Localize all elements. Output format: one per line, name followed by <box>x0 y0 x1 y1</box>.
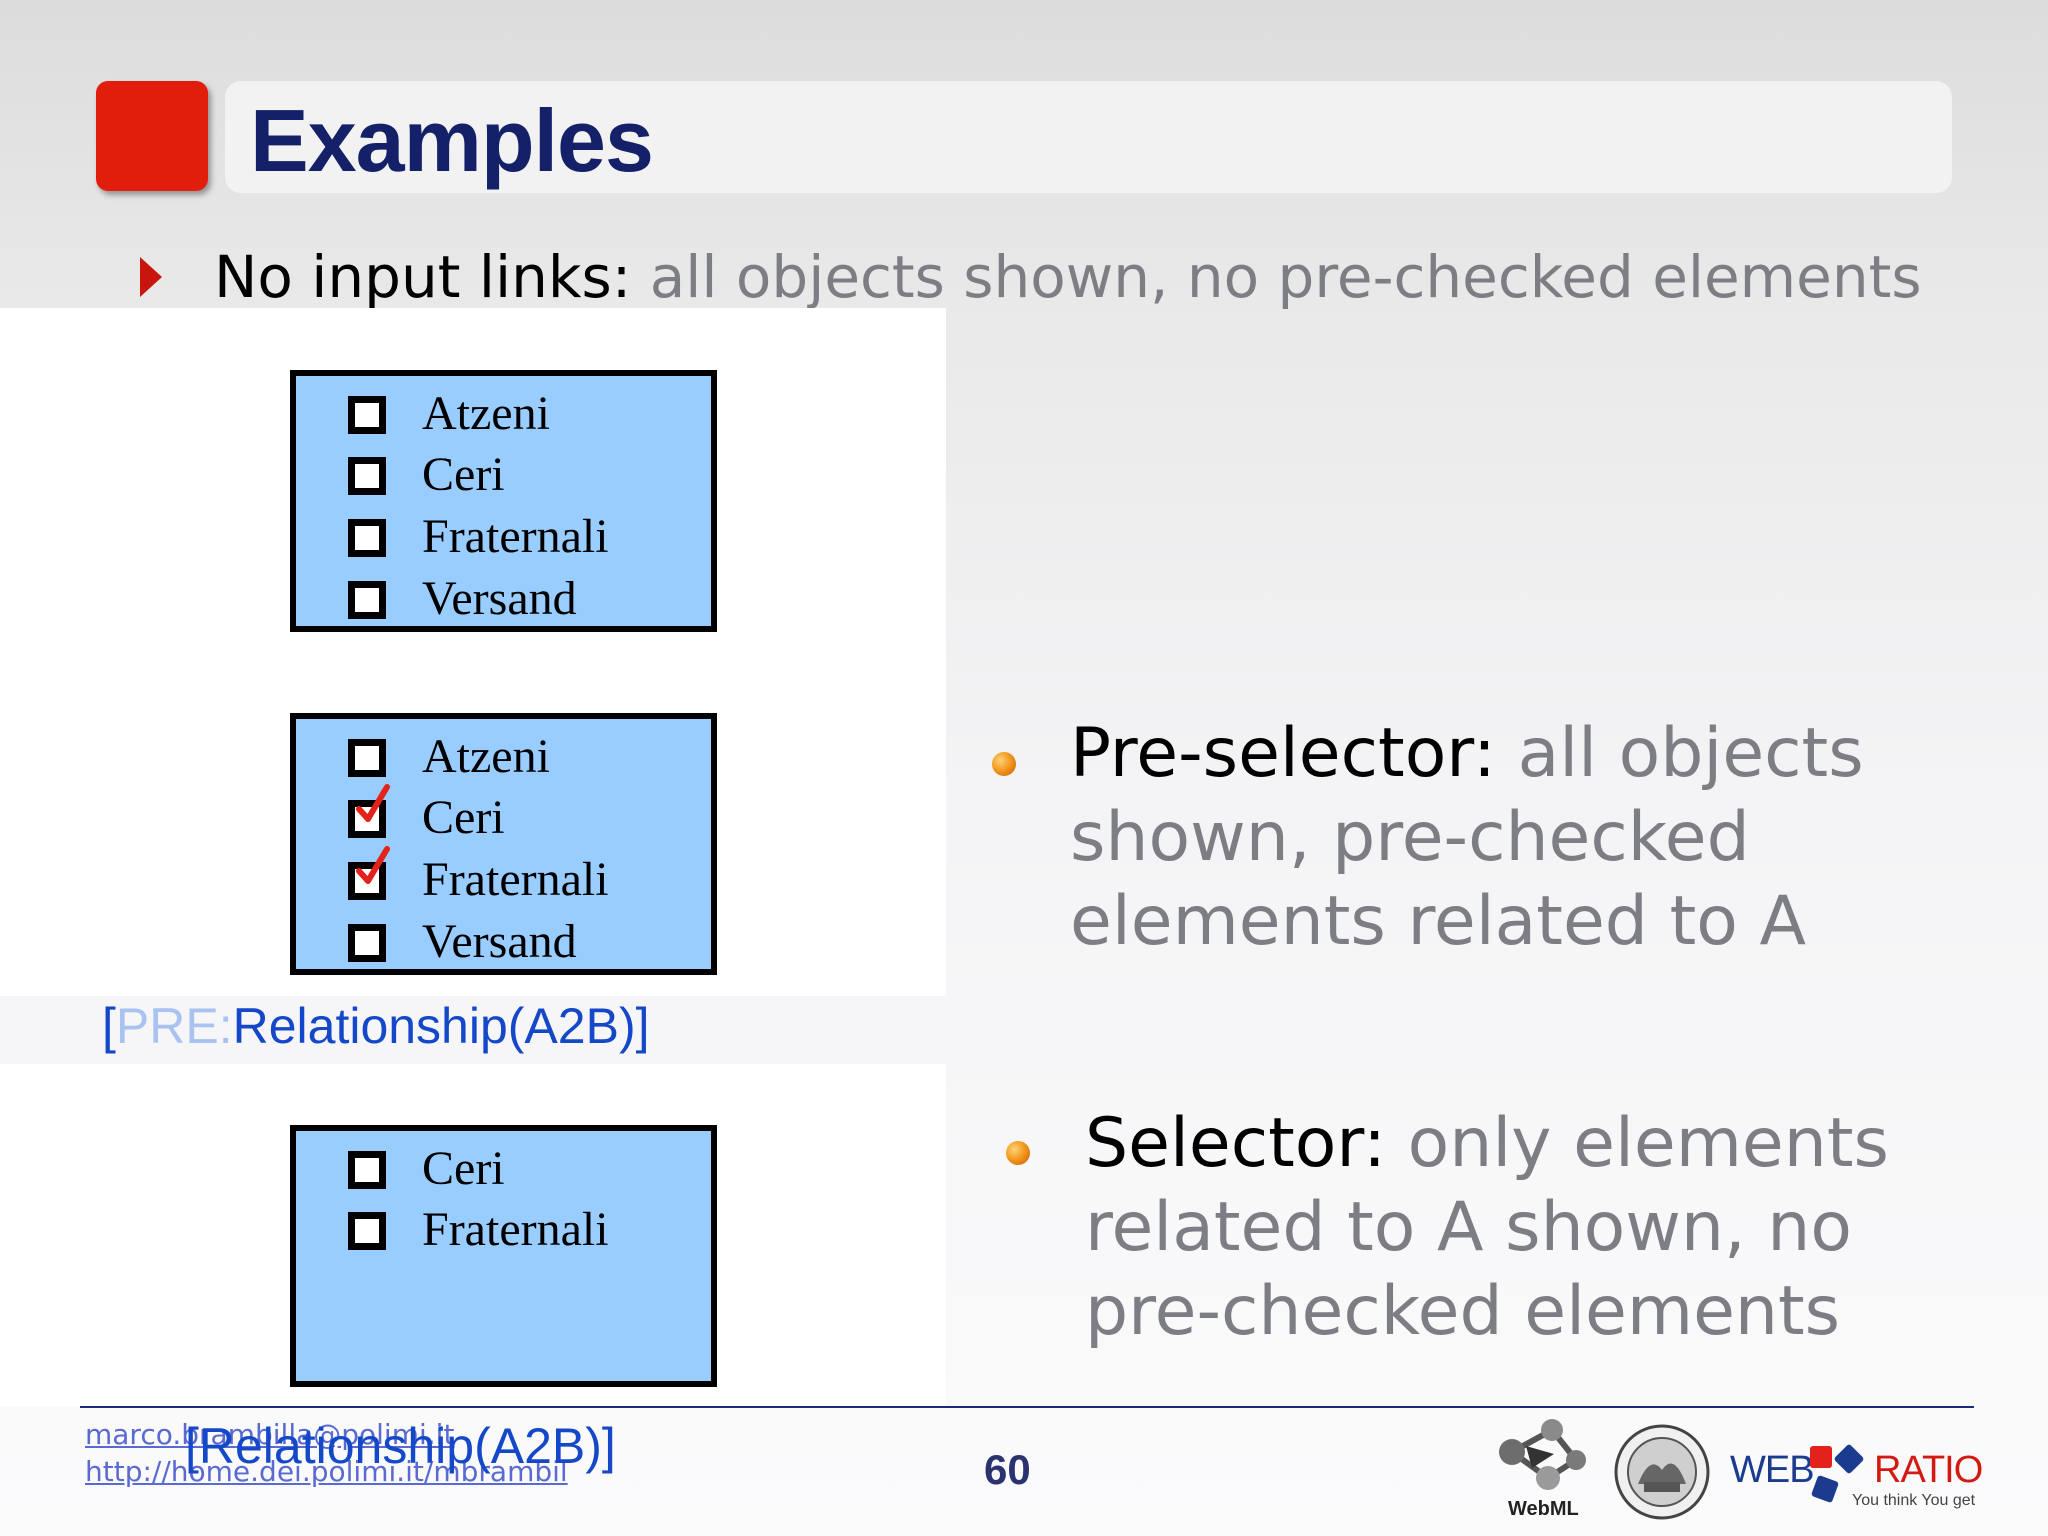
preselector-label: [PRE:Relationship(A2B)] <box>102 996 649 1056</box>
checkbox-icon[interactable] <box>348 457 386 495</box>
webratio-logo-web: WEB <box>1730 1449 1815 1491</box>
list-item-label: Ceri <box>422 791 505 844</box>
webml-logo-icon <box>1499 1419 1586 1490</box>
bullet-lead: Selector: <box>1085 1104 1387 1183</box>
orange-orb-bullet-icon <box>992 752 1016 776</box>
checkbox-icon[interactable] <box>348 519 386 557</box>
preselector-prefix: PRE: <box>115 998 233 1054</box>
checkbox-icon[interactable] <box>348 800 386 838</box>
list-item-label: Atzeni <box>422 730 550 783</box>
webratio-logo-icon <box>1810 1444 1864 1503</box>
orange-orb-bullet-icon <box>1006 1141 1030 1165</box>
polimi-seal-icon <box>1614 1424 1710 1520</box>
checkbox-list-box-2: Atzeni Ceri Fraternali Versand <box>290 713 717 975</box>
bullet-lead: No input links: <box>214 243 632 311</box>
preselector-relationship: Relationship(A2B)] <box>232 998 650 1054</box>
red-checkmark-icon <box>356 846 390 884</box>
bullet-rest: all objects shown, pre-checked elements … <box>1070 714 1864 961</box>
bullet-lead: Pre-selector: <box>1070 714 1496 793</box>
checkbox-list-box-1: Atzeni Ceri Fraternali Versand <box>290 370 717 632</box>
title-accent-square <box>96 81 208 191</box>
webml-logo-label: WebML <box>1508 1498 1579 1520</box>
footer-divider <box>80 1406 1974 1408</box>
checkbox-icon[interactable] <box>348 581 386 619</box>
checkbox-icon[interactable] <box>348 739 386 777</box>
slide-title: Examples <box>250 91 654 190</box>
list-item-label: Versand <box>422 915 577 968</box>
preselector-bracket: [ <box>102 998 116 1054</box>
bullet-preselector: Pre-selector: all objects shown, pre-che… <box>1070 712 1930 964</box>
webratio-tagline: You think You get <box>1852 1492 1976 1509</box>
title-bar <box>225 81 1952 193</box>
bullet-selector: Selector: only elements related to A sho… <box>1085 1102 1965 1354</box>
checkbox-icon[interactable] <box>348 1212 386 1250</box>
selector-label: [Relationship(A2B)] <box>185 1418 616 1474</box>
list-item-label: Atzeni <box>422 387 550 440</box>
triangle-bullet-icon <box>140 257 162 297</box>
list-item-label: Fraternali <box>422 1203 609 1256</box>
page-number: 60 <box>984 1446 1031 1493</box>
bullet-no-input-links: No input links: all objects shown, no pr… <box>214 242 1922 312</box>
list-item-label: Versand <box>422 572 577 625</box>
list-item-label: Ceri <box>422 448 505 501</box>
checkbox-list-box-3: Ceri Fraternali <box>290 1125 717 1387</box>
list-item-label: Fraternali <box>422 853 609 906</box>
webratio-logo-ratio: RATIO <box>1874 1449 1983 1491</box>
bullet-rest: all objects shown, no pre-checked elemen… <box>631 243 1922 311</box>
list-item-label: Ceri <box>422 1142 505 1195</box>
list-item-label: Fraternali <box>422 510 609 563</box>
checkbox-icon[interactable] <box>348 396 386 434</box>
checkbox-icon[interactable] <box>348 924 386 962</box>
checkbox-icon[interactable] <box>348 1151 386 1189</box>
footer-email-link[interactable]: marco.brambilla@polimi.it <box>85 1418 455 1451</box>
bullet-rest: only elements related to A shown, no pre… <box>1085 1104 1889 1351</box>
red-checkmark-icon <box>356 784 390 822</box>
footer-url-link[interactable]: http://home.dei.polimi.it/mbrambil <box>85 1455 568 1488</box>
